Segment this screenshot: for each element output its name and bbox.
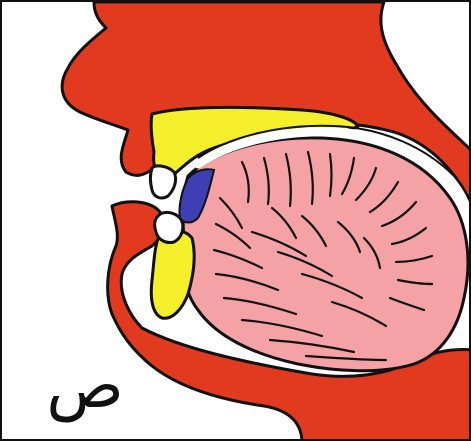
lower-incisor-icon [155, 212, 183, 242]
upper-incisor-icon [151, 166, 176, 198]
arabic-letter-label: ص [30, 346, 140, 426]
